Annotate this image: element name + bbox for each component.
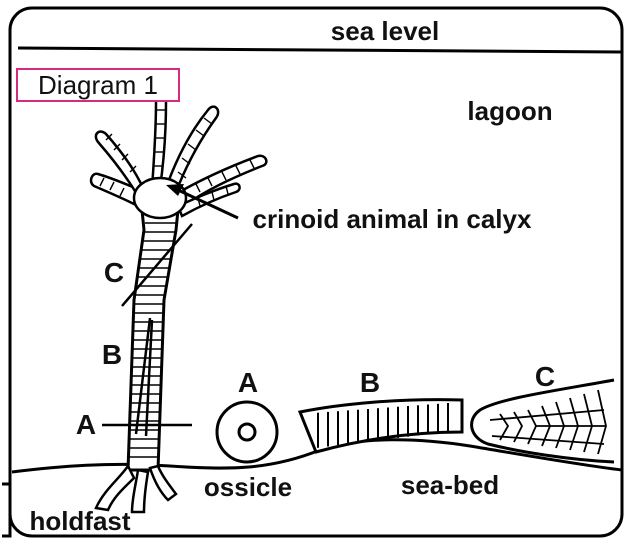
ossicle-label: ossicle — [204, 472, 292, 502]
diagram-title: Diagram 1 — [16, 68, 180, 102]
section-a-label: A — [238, 367, 258, 398]
border-notch — [2, 484, 10, 536]
ossicle-canal — [239, 424, 255, 440]
stem-label-c: C — [104, 257, 124, 288]
lagoon-label: lagoon — [467, 96, 552, 126]
holdfast-label: holdfast — [29, 506, 130, 536]
section-b-label: B — [360, 367, 380, 398]
stem-label-b: B — [102, 339, 122, 370]
sea-bed-label: sea-bed — [401, 470, 499, 500]
sea-level-label: sea level — [331, 16, 439, 46]
section-c-label: C — [535, 361, 555, 392]
crinoid-label: crinoid animal in calyx — [253, 204, 532, 234]
stem-label-a: A — [76, 409, 96, 440]
